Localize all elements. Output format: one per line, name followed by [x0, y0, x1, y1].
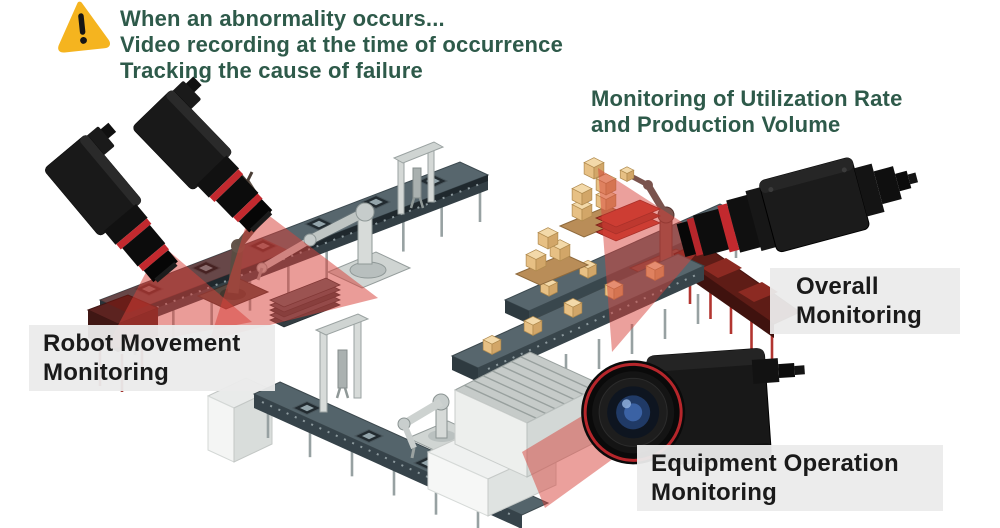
heading-line-3: Tracking the cause of failure — [120, 58, 423, 83]
gantry-bottom — [314, 313, 370, 413]
label-robot-movement-monitoring: Robot Movement Monitoring — [29, 325, 275, 391]
robot-monitoring-camera-icon — [45, 122, 178, 283]
heading-line-1: When an abnormality occurs... — [120, 6, 445, 31]
camera-beam-right — [210, 211, 378, 340]
label-overall-monitoring: Overall Monitoring — [770, 268, 960, 334]
warning-triangle-icon — [58, 1, 111, 53]
gantry-top-right — [392, 141, 445, 215]
abnormality-heading: When an abnormality occurs... Video reco… — [120, 6, 563, 84]
utilization-subtitle: Monitoring of Utilization Rate and Produ… — [591, 86, 903, 138]
robot-monitoring-camera-icon — [133, 76, 273, 233]
label-equipment-operation-monitoring: Equipment Operation Monitoring — [637, 445, 943, 511]
overall-monitoring-camera-icon — [676, 157, 919, 257]
subtitle-line-1: Monitoring of Utilization Rate — [591, 86, 903, 111]
subtitle-line-2: and Production Volume — [591, 112, 841, 137]
overall-camera-beam — [598, 168, 696, 352]
heading-line-2: Video recording at the time of occurrenc… — [120, 32, 564, 57]
